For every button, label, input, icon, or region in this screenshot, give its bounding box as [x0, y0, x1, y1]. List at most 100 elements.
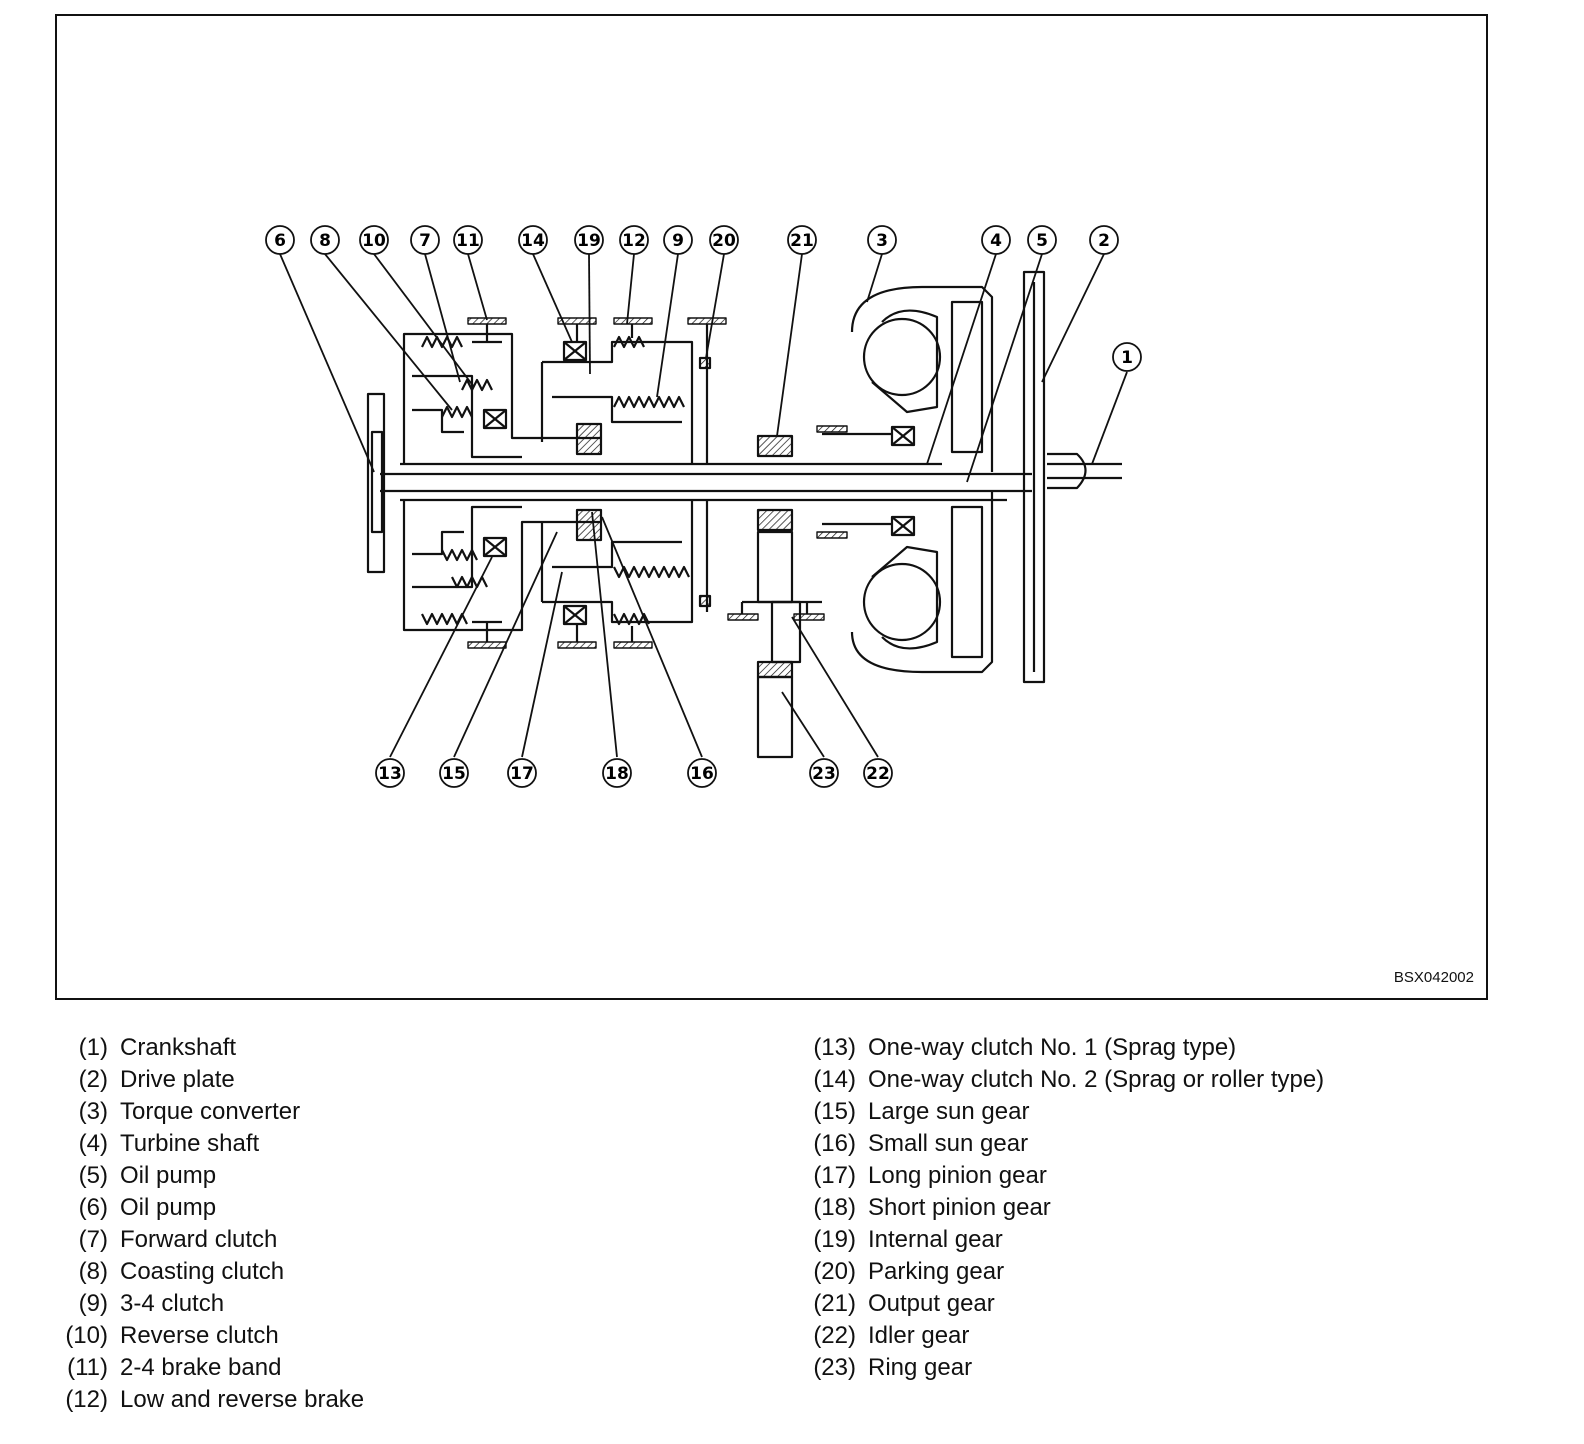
legend-number: (21) — [813, 1290, 856, 1317]
legend-item: (6)Oil pump — [58, 1192, 364, 1224]
callout-4: 4 — [981, 225, 1011, 255]
legend-label: 2-4 brake band — [120, 1354, 282, 1381]
legend-number: (8) — [78, 1258, 108, 1285]
callout-circle — [410, 225, 440, 255]
crankshaft — [1047, 452, 1122, 490]
legend-item: (1)Crankshaft — [58, 1032, 364, 1064]
legend-label: Oil pump — [120, 1162, 217, 1189]
callout-number: 14 — [521, 231, 545, 251]
legend-number: (23) — [813, 1354, 856, 1381]
callout-9: 9 — [663, 225, 693, 255]
callout-10: 10 — [359, 225, 389, 255]
callout-19: 19 — [574, 225, 604, 255]
callout-circle — [574, 225, 604, 255]
callout-number: 15 — [442, 764, 466, 784]
callout-22: 22 — [863, 758, 893, 788]
callout-1: 1 — [1112, 342, 1142, 372]
clutch-packs — [421, 335, 690, 626]
legend-item: (9)3-4 clutch — [58, 1288, 364, 1320]
legend-item: (19)Internal gear — [808, 1224, 1324, 1256]
legend-number: (7) — [78, 1226, 108, 1253]
callout-circle — [265, 225, 295, 255]
callout-circle — [1112, 342, 1142, 372]
legend-item: (16) Small sun gear — [808, 1128, 1324, 1160]
callout-number: 7 — [419, 231, 431, 251]
callout-number: 4 — [990, 231, 1002, 251]
legend-number: (16) — [813, 1130, 856, 1157]
legend-item: (4) Turbine shaft — [58, 1128, 364, 1160]
legend-right-column: (13)One-way clutch No. 1 (Sprag type)(14… — [808, 1032, 1324, 1384]
callout-number: 12 — [622, 231, 646, 251]
callout-circle — [663, 225, 693, 255]
legend-number: (2) — [78, 1066, 108, 1093]
callout-circle — [687, 758, 717, 788]
legend-item: (17)Long pinion gear — [808, 1160, 1324, 1192]
legend-label: Drive plate — [120, 1066, 235, 1093]
legend-label: Reverse clutch — [120, 1322, 279, 1349]
callout-number: 18 — [605, 764, 629, 784]
leader-lines — [279, 253, 1128, 758]
legend-label: Small sun gear — [868, 1130, 1029, 1157]
legend-item: (5) Oil pump — [58, 1160, 364, 1192]
callout-number: 22 — [866, 764, 890, 784]
callout-6: 6 — [265, 225, 295, 255]
callout-circle — [863, 758, 893, 788]
callout-number: 19 — [577, 231, 601, 251]
legend-label: Long pinion gear — [868, 1162, 1047, 1189]
torque-converter — [822, 285, 994, 674]
legend-item: (11)2-4 brake band — [58, 1352, 364, 1384]
callout-16: 16 — [687, 758, 717, 788]
legend-number: (18) — [813, 1194, 856, 1221]
callout-number: 13 — [378, 764, 402, 784]
legend-item: (12)Low and reverse brake — [58, 1384, 364, 1416]
callout-number: 20 — [712, 231, 736, 251]
callout-14: 14 — [518, 225, 548, 255]
legend-label: Idler gear — [868, 1322, 970, 1349]
legend-label: Output gear — [868, 1290, 995, 1317]
callout-20: 20 — [709, 225, 739, 255]
callout-circle — [787, 225, 817, 255]
legend-label: Forward clutch — [120, 1226, 278, 1253]
callout-5: 5 — [1027, 225, 1057, 255]
oil-pump-left — [366, 392, 386, 574]
callout-number: 16 — [690, 764, 714, 784]
one-way-clutches — [482, 340, 588, 626]
drive-plate — [1022, 270, 1046, 684]
legend-item: (21) Output gear — [808, 1288, 1324, 1320]
legend-number: (9) — [78, 1290, 108, 1317]
callout-15: 15 — [439, 758, 469, 788]
callout-circle — [709, 225, 739, 255]
callout-17: 17 — [507, 758, 537, 788]
callout-number: 11 — [456, 231, 480, 251]
legend-label: Internal gear — [868, 1226, 1003, 1253]
callout-number: 8 — [319, 231, 331, 251]
legend-number: (14) — [813, 1066, 856, 1093]
callout-number: 6 — [274, 231, 286, 251]
callout-number: 21 — [790, 231, 814, 251]
callout-circle — [1089, 225, 1119, 255]
callout-number: 17 — [510, 764, 534, 784]
callout-circle — [453, 225, 483, 255]
figure-code: BSX042002 — [1393, 969, 1474, 986]
legend-left-column: (1)Crankshaft(2)Drive plate(3)Torque con… — [58, 1032, 364, 1416]
callout-circle — [619, 225, 649, 255]
legend-label: Ring gear — [868, 1354, 973, 1381]
main-shaft — [380, 462, 1032, 502]
callout-circle — [507, 758, 537, 788]
legend-number: (5) — [78, 1162, 108, 1189]
callout-circle — [809, 758, 839, 788]
legend-number: (22) — [813, 1322, 856, 1349]
legend-number: (1) — [78, 1034, 108, 1061]
callout-12: 12 — [619, 225, 649, 255]
legend-number: (4) — [78, 1130, 108, 1157]
callout-circle — [359, 225, 389, 255]
callout-circle — [981, 225, 1011, 255]
callout-circle — [518, 225, 548, 255]
legend-number: (12) — [65, 1386, 108, 1413]
legend-label: Turbine shaft — [120, 1130, 260, 1157]
legend-label: Large sun gear — [868, 1098, 1030, 1125]
callout-number: 2 — [1098, 231, 1110, 251]
callout-number: 5 — [1036, 231, 1048, 251]
